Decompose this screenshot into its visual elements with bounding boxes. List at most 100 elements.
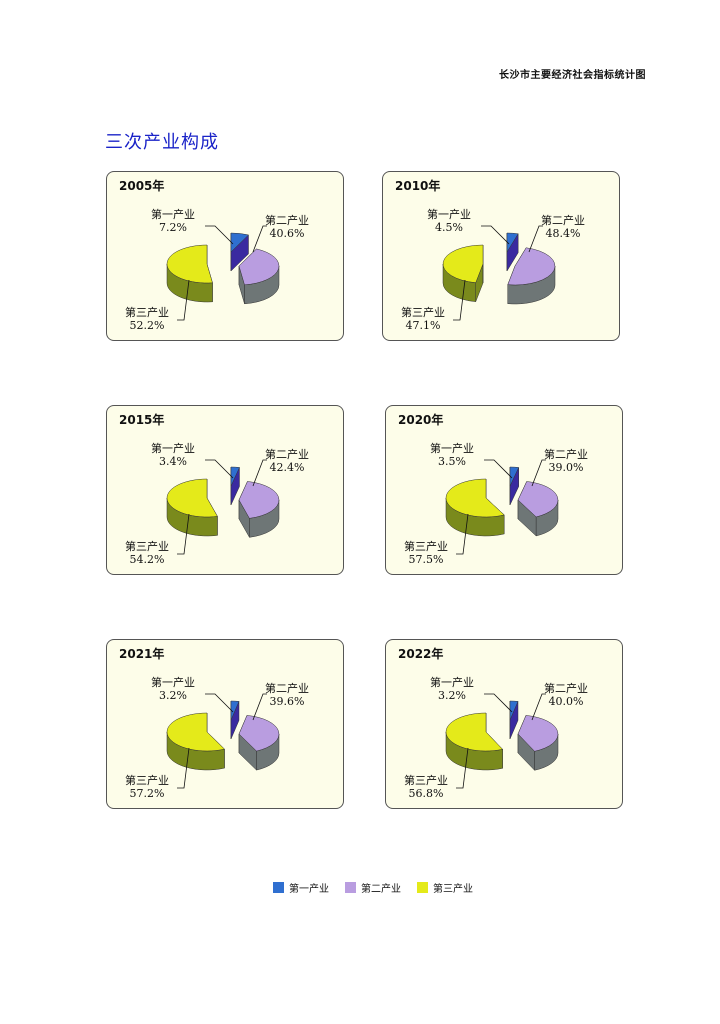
slice-tertiary <box>166 712 225 771</box>
slice-primary <box>509 466 520 506</box>
percent-label: 56.8% <box>408 787 444 800</box>
chart-year-title: 2010年 <box>395 179 441 193</box>
slice-primary <box>230 232 249 272</box>
leader-line <box>205 225 234 245</box>
category-label: 第二产业 <box>544 448 588 461</box>
leader-line <box>484 693 513 713</box>
percent-label: 4.5% <box>435 221 463 234</box>
percent-label: 40.0% <box>548 695 584 708</box>
leader-line <box>484 459 513 479</box>
slice-secondary <box>238 715 280 771</box>
leader-line <box>481 225 510 245</box>
slice-primary <box>506 232 519 272</box>
category-label: 第三产业 <box>404 774 448 787</box>
category-label: 第一产业 <box>430 442 474 455</box>
percent-label: 3.2% <box>159 689 187 702</box>
category-label: 第三产业 <box>125 540 169 553</box>
category-label: 第三产业 <box>125 306 169 319</box>
category-label: 第二产业 <box>544 682 588 695</box>
leader-line <box>252 225 267 253</box>
slice-secondary <box>238 248 280 305</box>
percent-label: 3.5% <box>438 455 466 468</box>
legend-swatch-secondary <box>345 882 356 893</box>
section-title: 三次产业构成 <box>105 132 219 153</box>
percent-label: 52.2% <box>129 319 165 332</box>
legend-item-tertiary: 第三产业 <box>417 880 473 895</box>
leader-line <box>177 747 190 789</box>
percent-label: 48.4% <box>545 227 581 240</box>
document-header-title: 长沙市主要经济社会指标统计图 <box>499 70 646 81</box>
pie-chart <box>445 459 559 555</box>
slice-tertiary <box>166 478 218 537</box>
leader-line <box>531 459 546 487</box>
pie-chart <box>166 693 280 789</box>
leader-line <box>456 513 469 555</box>
pie-chart <box>445 693 559 789</box>
slice-secondary <box>238 481 280 539</box>
slice-tertiary <box>445 712 504 771</box>
category-label: 第三产业 <box>404 540 448 553</box>
percent-label: 7.2% <box>159 221 187 234</box>
legend-swatch-primary <box>273 882 284 893</box>
pie-chart <box>166 225 280 321</box>
percent-label: 54.2% <box>129 553 165 566</box>
leader-line <box>453 279 466 321</box>
chart-year-title: 2005年 <box>119 179 165 193</box>
percent-label: 42.4% <box>269 461 305 474</box>
slice-secondary <box>507 246 556 305</box>
percent-label: 39.6% <box>269 695 305 708</box>
leader-line <box>531 693 546 721</box>
chart-legend: 第一产业 第二产业 第三产业 <box>273 880 473 895</box>
category-label: 第一产业 <box>151 208 195 221</box>
chart-year-title: 2020年 <box>398 413 444 427</box>
slice-primary <box>230 466 240 506</box>
leader-line <box>205 693 234 713</box>
category-label: 第一产业 <box>151 442 195 455</box>
legend-item-primary: 第一产业 <box>273 880 329 895</box>
pie-chart <box>166 459 280 555</box>
percent-label: 47.1% <box>405 319 441 332</box>
percent-label: 39.0% <box>548 461 584 474</box>
legend-label: 第二产业 <box>361 884 401 895</box>
leader-line <box>456 747 469 789</box>
leader-line <box>177 279 190 321</box>
leader-line <box>177 513 190 555</box>
chart-year-title: 2021年 <box>119 647 165 661</box>
percent-label: 3.4% <box>159 455 187 468</box>
slice-primary <box>230 700 240 740</box>
category-label: 第二产业 <box>541 214 585 227</box>
leader-line <box>252 459 267 487</box>
category-label: 第一产业 <box>151 676 195 689</box>
percent-label: 57.2% <box>129 787 165 800</box>
leader-line <box>252 693 267 721</box>
legend-label: 第一产业 <box>289 884 329 895</box>
slice-primary <box>509 700 519 740</box>
slice-secondary <box>517 481 559 537</box>
category-label: 第一产业 <box>427 208 471 221</box>
leader-line <box>528 225 543 253</box>
leader-line <box>205 459 234 479</box>
slice-tertiary <box>166 244 213 303</box>
category-label: 第三产业 <box>401 306 445 319</box>
legend-label: 第三产业 <box>433 884 473 895</box>
category-label: 第二产业 <box>265 448 309 461</box>
